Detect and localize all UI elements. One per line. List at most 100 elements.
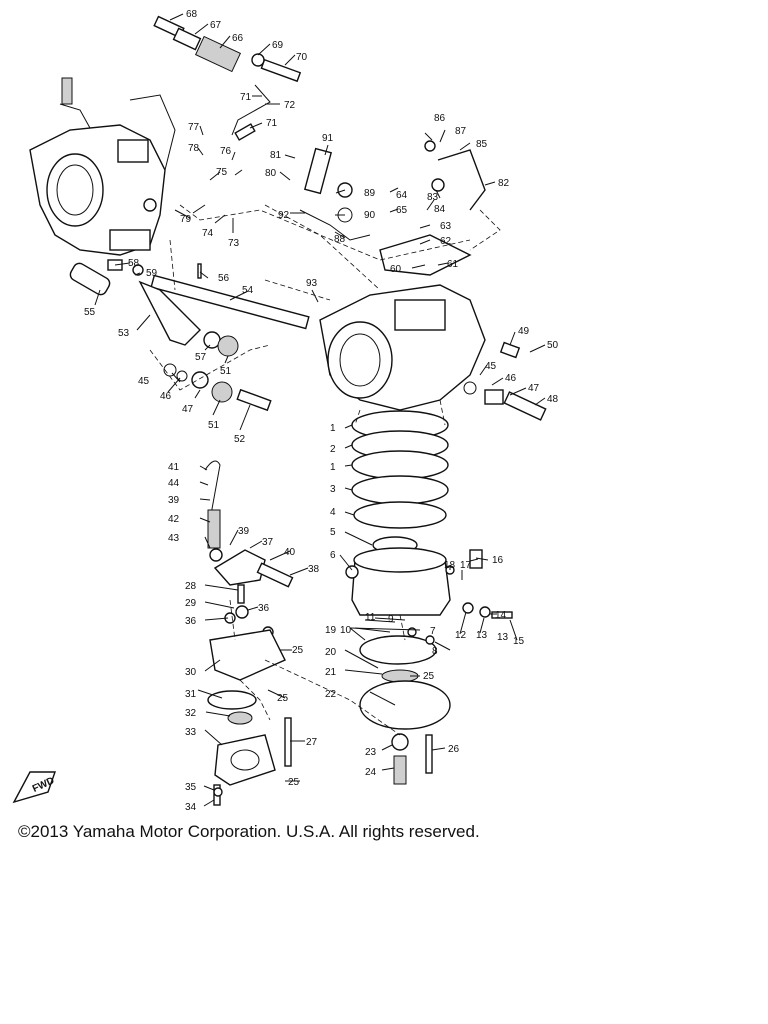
part-label: 83	[427, 192, 439, 203]
part-label: 78	[188, 143, 200, 154]
assembly-guide-lines	[149, 204, 501, 736]
part-label: 21	[325, 667, 337, 678]
part-label: 72	[284, 100, 296, 111]
part-label: 37	[262, 537, 274, 548]
part-label: 36	[258, 603, 270, 614]
exploded-parts-diagram: FWD 1 2 1 3 4 5 6 7 8 9 10 11 12 13 14 1…	[12, 9, 559, 813]
part-label: 51	[220, 366, 232, 377]
part-label: 16	[492, 555, 504, 566]
part-label: 22	[325, 689, 337, 700]
part-label: 38	[308, 564, 320, 575]
part-label: 7	[430, 626, 436, 637]
part-label: 91	[322, 133, 334, 144]
part-label: 14	[495, 610, 507, 621]
part-label: 1	[330, 462, 336, 473]
part-label: 26	[448, 744, 460, 755]
part-label: 70	[296, 52, 308, 63]
part-label: 79	[180, 214, 192, 225]
part-label: 29	[185, 598, 197, 609]
part-label: 25	[277, 693, 289, 704]
part-label: 69	[272, 40, 284, 51]
part-label: 80	[265, 168, 277, 179]
part-label: 65	[396, 205, 408, 216]
part-label: 25	[292, 645, 304, 656]
part-label: 82	[498, 178, 510, 189]
part-label: 20	[325, 647, 337, 658]
part-label: 15	[513, 636, 525, 647]
part-label: 2	[330, 444, 336, 455]
part-label: 25	[423, 671, 435, 682]
part-label: 13	[497, 632, 509, 643]
part-label: 42	[168, 514, 180, 525]
part-label: 53	[118, 328, 130, 339]
part-label: 49	[518, 326, 530, 337]
part-label: 13	[476, 630, 488, 641]
part-label: 71	[266, 118, 278, 129]
part-label: 45	[138, 376, 150, 387]
part-label: 39	[168, 495, 180, 506]
part-label: 43	[168, 533, 180, 544]
part-label: 77	[188, 122, 200, 133]
part-label: 59	[146, 268, 158, 279]
part-label: 54	[242, 285, 254, 296]
part-label: 88	[334, 234, 346, 245]
part-label: 85	[476, 139, 488, 150]
part-label: 35	[185, 782, 197, 793]
copyright-notice: ©2013 Yamaha Motor Corporation. U.S.A. A…	[18, 822, 480, 841]
part-label: 41	[168, 462, 180, 473]
part-label: 47	[528, 383, 540, 394]
part-label: 84	[434, 204, 446, 215]
fuel-pump-assembly	[204, 460, 294, 806]
part-label: 89	[364, 188, 376, 199]
carburetor-body-right	[299, 140, 547, 421]
leader-lines	[94, 13, 546, 807]
part-label: 75	[216, 167, 228, 178]
part-label: 32	[185, 708, 197, 719]
part-label: 74	[202, 228, 214, 239]
part-label: 93	[306, 278, 318, 289]
part-label: 58	[128, 258, 140, 269]
part-label: 87	[455, 126, 467, 137]
part-label: 52	[234, 434, 246, 445]
part-label: 5	[330, 527, 336, 538]
part-label: 23	[365, 747, 377, 758]
part-label: 86	[434, 113, 446, 124]
part-label: 57	[195, 352, 207, 363]
part-label: 71	[240, 92, 252, 103]
part-label: 1	[330, 423, 336, 434]
part-label: 3	[330, 484, 336, 495]
part-label: 44	[168, 478, 180, 489]
part-label: 12	[455, 630, 467, 641]
part-label: 33	[185, 727, 197, 738]
part-label: 25	[288, 777, 300, 788]
part-label: 11	[365, 612, 376, 623]
part-label: 48	[547, 394, 559, 405]
part-label: 39	[238, 526, 250, 537]
part-label: 47	[182, 404, 194, 415]
part-label: 67	[210, 20, 222, 31]
part-label: 28	[185, 581, 197, 592]
choke-linkage	[153, 15, 302, 141]
part-label: 92	[278, 210, 290, 221]
part-label: 10	[340, 625, 352, 636]
part-label: 4	[330, 507, 336, 518]
part-label: 68	[186, 9, 198, 20]
part-label: 45	[485, 361, 497, 372]
part-label: 17	[460, 560, 472, 571]
part-label: 90	[364, 210, 376, 221]
part-number-labels: 1 2 1 3 4 5 6 7 8 9 10 11 12 13 14 13 15…	[84, 9, 559, 813]
part-label: 55	[84, 307, 96, 318]
part-label: 18	[444, 560, 456, 571]
part-label: 63	[440, 221, 452, 232]
part-label: 24	[365, 767, 377, 778]
part-label: 73	[228, 238, 240, 249]
throttle-shaft	[69, 259, 310, 412]
part-label: 46	[505, 373, 517, 384]
part-label: 66	[232, 33, 244, 44]
part-label: 36	[185, 616, 197, 627]
part-label: 9	[388, 614, 394, 625]
carburetor-body-left	[29, 77, 176, 256]
part-label: 50	[547, 340, 559, 351]
part-label: 81	[270, 150, 282, 161]
part-label: 46	[160, 391, 172, 402]
